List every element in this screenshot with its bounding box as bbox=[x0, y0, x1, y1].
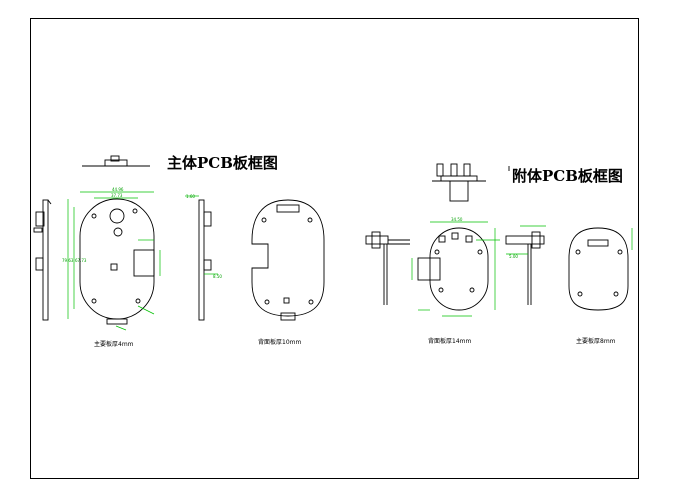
sub-pcb-title: 附体PCB板框图 bbox=[512, 167, 623, 185]
caption-view-4: 主要板厚8mm bbox=[576, 338, 616, 345]
sub-side-view bbox=[365, 231, 410, 305]
dim-width: 44.96 bbox=[112, 187, 124, 192]
sub-pcb-back-outline bbox=[568, 227, 633, 311]
dim-hole-span: 37.73 bbox=[111, 193, 123, 198]
dim-sub-width: 34.50 bbox=[451, 217, 463, 222]
dim-sub-offset: 5.00 bbox=[509, 254, 518, 259]
caption-view-3: 背面板厚14mm bbox=[428, 338, 472, 345]
drawing-frame bbox=[30, 18, 639, 479]
main-side-view bbox=[33, 199, 52, 321]
sub-pcb-outline: 34.50 bbox=[411, 217, 500, 317]
main-connector-top-view bbox=[82, 155, 150, 167]
dim-offset: 8.50 bbox=[213, 274, 222, 279]
main-pcb-title: 主体PCB板框图 bbox=[167, 154, 278, 172]
dim-thickness: 1.60 bbox=[186, 194, 195, 199]
sub-side-view-right: 5.00 bbox=[505, 225, 546, 305]
dim-height: 79.63 bbox=[62, 258, 74, 263]
sub-connector-top-view bbox=[432, 163, 510, 202]
dim-inner-height: 67.73 bbox=[75, 258, 87, 263]
main-side-view-back: 1.60 8.50 bbox=[185, 194, 222, 321]
main-dimensions: 44.96 37.73 79.63 67.73 bbox=[62, 187, 161, 331]
main-pcb-back-outline bbox=[251, 199, 325, 321]
main-pcb-outline bbox=[79, 198, 155, 325]
caption-view-1: 主要板厚4mm bbox=[94, 341, 134, 348]
caption-view-2: 背面板厚10mm bbox=[258, 339, 302, 346]
